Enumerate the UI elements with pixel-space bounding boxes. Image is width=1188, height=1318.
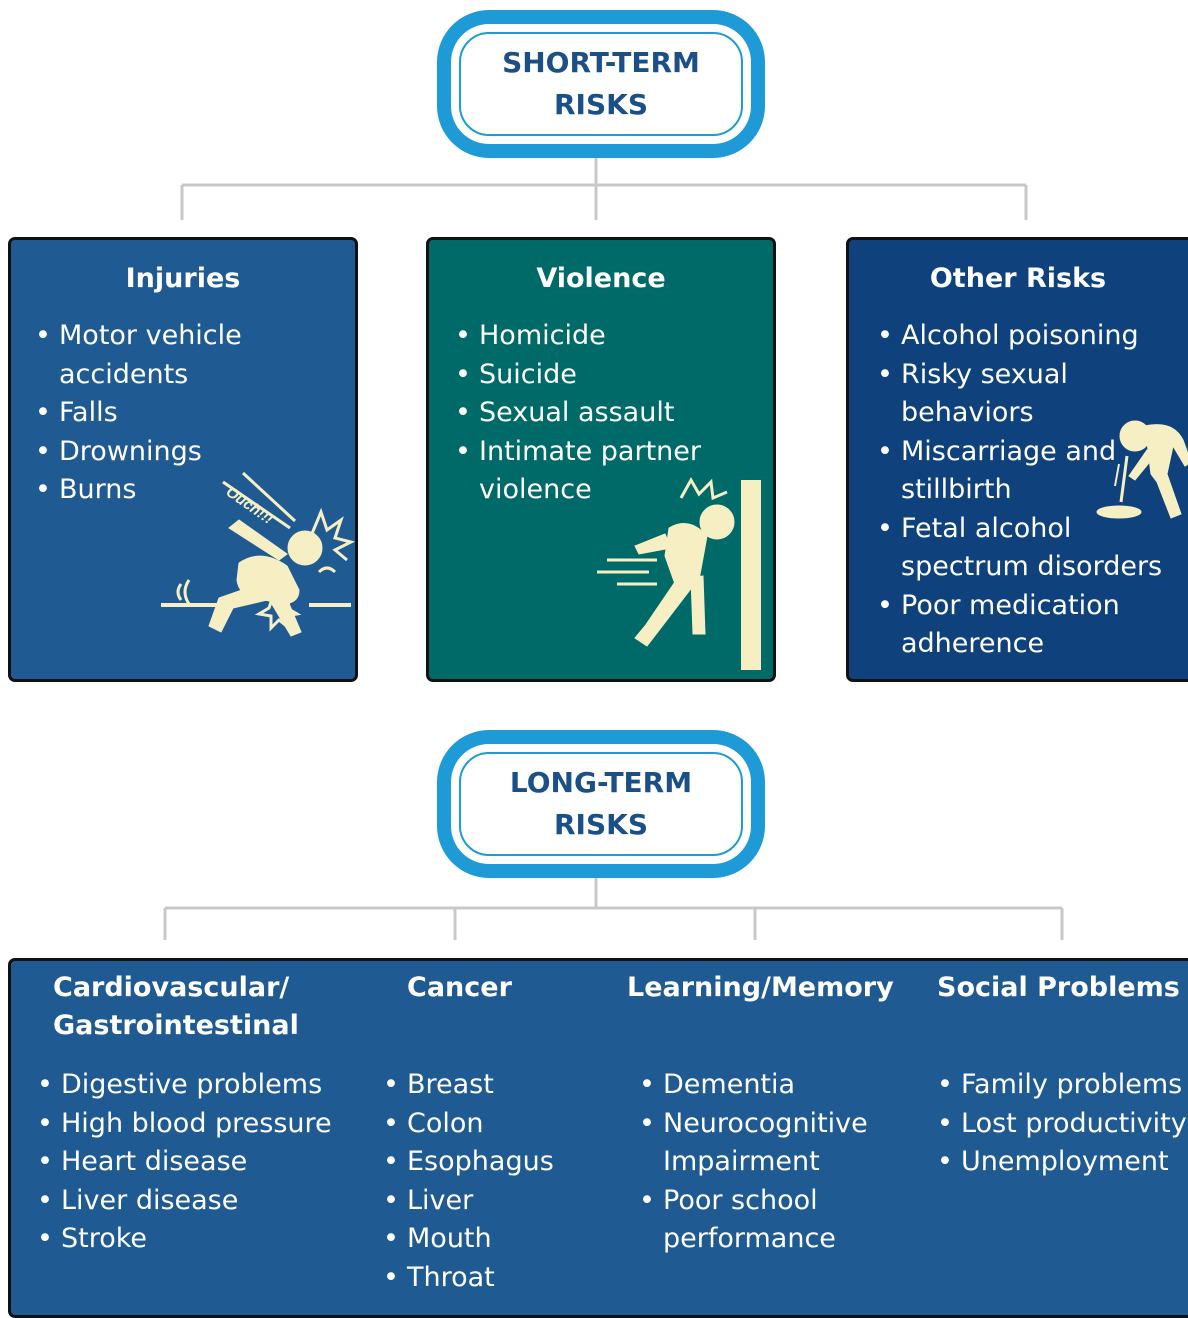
ouch-exclamation: Ouch!!! [223,483,276,528]
list-item: Stroke [37,1220,353,1259]
learning-column: Learning/Memory Dementia Neurocognitive … [627,969,907,1259]
list-item: Neurocognitive Impairment [639,1105,907,1182]
short-term-title: SHORT-TERM RISKS [502,46,700,121]
cardio-list: Digestive problems High blood pressure H… [37,1066,353,1259]
cancer-list: Breast Colon Esophagus Liver Mouth Throa… [383,1066,607,1297]
list-item: Liver disease [37,1182,353,1221]
list-item: Liver [383,1182,607,1221]
injuries-card: Injuries Motor vehicle accidents Falls D… [8,237,358,682]
list-item: Miscarriage and stillbirth [877,433,1188,510]
violence-list: Homicide Suicide Sexual assault Intimate… [455,317,755,510]
long-term-panel: Cardiovascular/ Gastrointestinal Digesti… [8,958,1188,1318]
cardio-title: Cardiovascular/ Gastrointestinal [53,972,299,1041]
list-item: Dementia [639,1066,907,1105]
list-item: Colon [383,1105,607,1144]
social-title: Social Problems [937,972,1180,1003]
violence-card: Violence Homicide Suicide Sexual assault… [426,237,776,682]
learning-title: Learning/Memory [627,972,894,1003]
list-item: Esophagus [383,1143,607,1182]
list-item: Throat [383,1259,607,1298]
cardio-column: Cardiovascular/ Gastrointestinal Digesti… [37,969,353,1259]
list-item: Risky sexual behaviors [877,356,1188,433]
long-term-title: LONG-TERM RISKS [509,766,693,841]
list-item: Poor school performance [639,1182,907,1259]
social-list: Family problems Lost productivity Unempl… [937,1066,1188,1182]
list-item: Motor vehicle accidents [35,317,335,394]
list-item: Intimate partner violence [455,433,755,510]
injuries-list: Motor vehicle accidents Falls Drownings … [35,317,335,510]
list-item: Poor medication adherence [877,587,1188,664]
cancer-title: Cancer [407,972,512,1003]
list-item: Falls [35,394,335,433]
list-item: Lost productivity [937,1105,1188,1144]
long-term-hub: LONG-TERM RISKS [437,730,765,878]
other-risks-title: Other Risks [929,263,1107,294]
learning-list: Dementia Neurocognitive Impairment Poor … [639,1066,907,1259]
list-item: Digestive problems [37,1066,353,1105]
list-item: Suicide [455,356,755,395]
injuries-title: Injuries [125,263,241,294]
fall-injury-icon: Ouch!!! [161,471,355,637]
list-item: Family problems [937,1066,1188,1105]
list-item: Fetal alcohol spectrum disorders [877,510,1188,587]
list-item: Burns [35,471,335,510]
vomiting-person-icon [1096,420,1188,519]
list-item: Sexual assault [455,394,755,433]
short-term-hub: SHORT-TERM RISKS [437,10,765,158]
list-item: Heart disease [37,1143,353,1182]
other-risks-list: Alcohol poisoning Risky sexual behaviors… [877,317,1188,664]
list-item: High blood pressure [37,1105,353,1144]
other-risks-card: Other Risks Alcohol poisoning Risky sexu… [846,237,1188,682]
list-item: Drownings [35,433,335,472]
list-item: Homicide [455,317,755,356]
wall-collision-icon [597,476,761,670]
social-column: Social Problems Family problems Lost pro… [937,969,1188,1182]
list-item: Mouth [383,1220,607,1259]
violence-title: Violence [536,263,666,294]
cancer-column: Cancer Breast Colon Esophagus Liver Mout… [383,969,607,1297]
list-item: Breast [383,1066,607,1105]
list-item: Alcohol poisoning [877,317,1188,356]
list-item: Unemployment [937,1143,1188,1182]
